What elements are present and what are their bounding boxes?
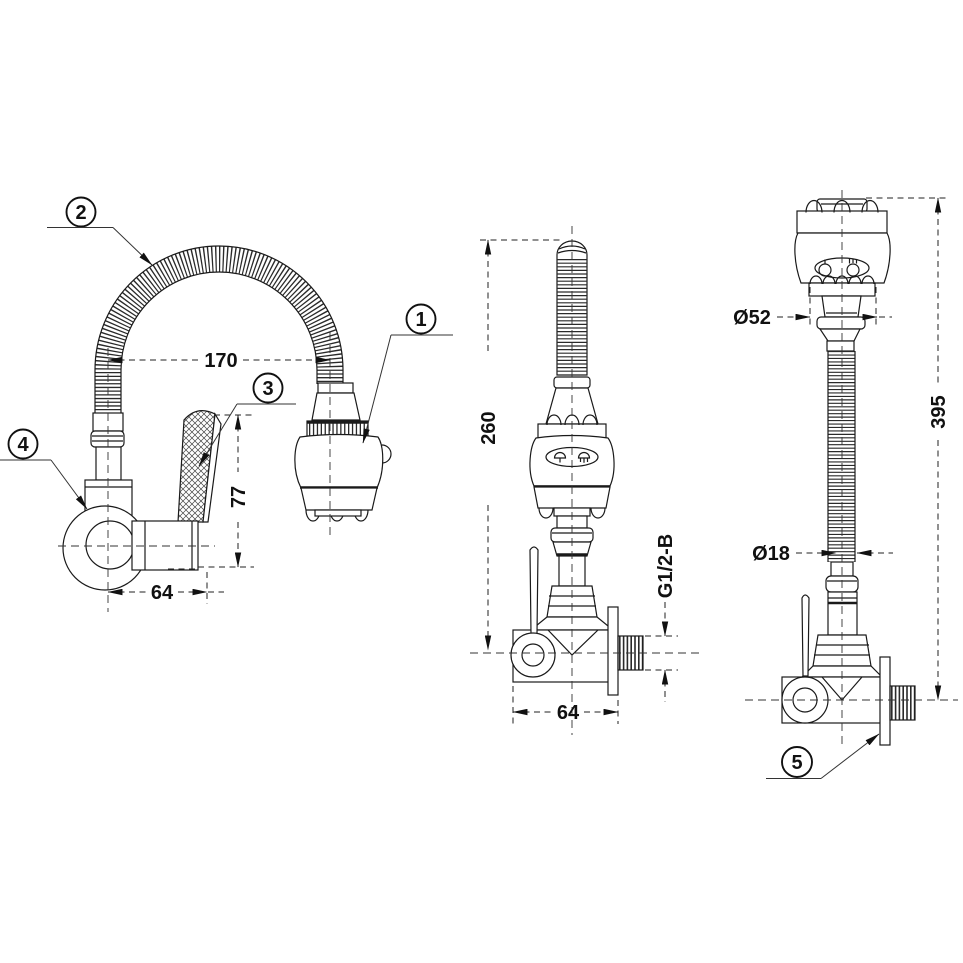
callout-4: 4 <box>0 428 88 510</box>
dimension-170: 170 <box>107 350 331 372</box>
handle-lever <box>177 410 222 523</box>
callout-4-number: 4 <box>17 434 29 456</box>
callout-4-circle <box>7 428 39 460</box>
stream-mode-icon-extended <box>818 259 832 277</box>
thread-spec-label: G1/2-B <box>655 534 677 598</box>
dimension-head-diameter: Ø52 <box>733 287 892 329</box>
dim-body-width-label: 64 <box>557 702 580 724</box>
head-shroud <box>545 387 599 425</box>
front-view: 260 64 G1/2-B <box>470 226 700 735</box>
dim-total-length-label: 395 <box>928 395 950 428</box>
dimension-395: 395 <box>866 197 950 701</box>
spray-mode-icon <box>577 451 591 463</box>
callout-1-number: 1 <box>415 309 426 331</box>
sprayer-head-extended <box>794 198 891 352</box>
wall-flange-front <box>607 606 619 696</box>
callout-1-circle <box>405 303 437 335</box>
valve-body-side <box>131 520 199 571</box>
dim-spout-reach-label: 170 <box>204 350 237 372</box>
callout-3: 3 <box>198 372 296 467</box>
extended-view: Ø52 Ø18 395 5 <box>733 190 958 779</box>
callout-2: 2 <box>47 196 153 266</box>
dimension-hose-diameter: Ø18 <box>752 543 893 565</box>
side-profile-view: 170 77 64 2 1 <box>0 196 453 612</box>
callout-2-number: 2 <box>75 202 86 224</box>
flexible-hose-arc <box>94 245 344 414</box>
dimension-64-front: 64 <box>512 686 619 724</box>
callout-3-number: 3 <box>262 378 273 400</box>
callout-5: 5 <box>766 733 880 779</box>
callout-5-circle <box>781 746 813 778</box>
wall-mount-inner-circle <box>85 520 135 570</box>
dim-head-diameter-label: Ø52 <box>733 307 771 329</box>
stream-mode-icon <box>553 451 567 463</box>
dimension-thread-spec: G1/2-B <box>645 534 678 702</box>
handle-front <box>510 546 556 678</box>
dim-handle-height-label: 77 <box>228 486 250 508</box>
dim-hose-diameter-label: Ø18 <box>752 543 790 565</box>
connector-front <box>529 515 615 631</box>
callout-2-circle <box>65 196 97 228</box>
wall-flange-extended <box>879 656 891 746</box>
dim-height-label: 260 <box>478 411 500 444</box>
callout-5-number: 5 <box>791 752 802 774</box>
dimension-260: 260 <box>478 239 562 651</box>
dimension-64-side: 64 <box>107 572 224 604</box>
dimension-77: 77 <box>198 414 254 568</box>
sprayer-head-side <box>294 382 392 522</box>
callout-1: 1 <box>362 303 453 444</box>
dim-body-depth-label: 64 <box>151 582 174 604</box>
callout-3-circle <box>252 372 284 404</box>
threaded-pipe-extended <box>889 685 916 721</box>
